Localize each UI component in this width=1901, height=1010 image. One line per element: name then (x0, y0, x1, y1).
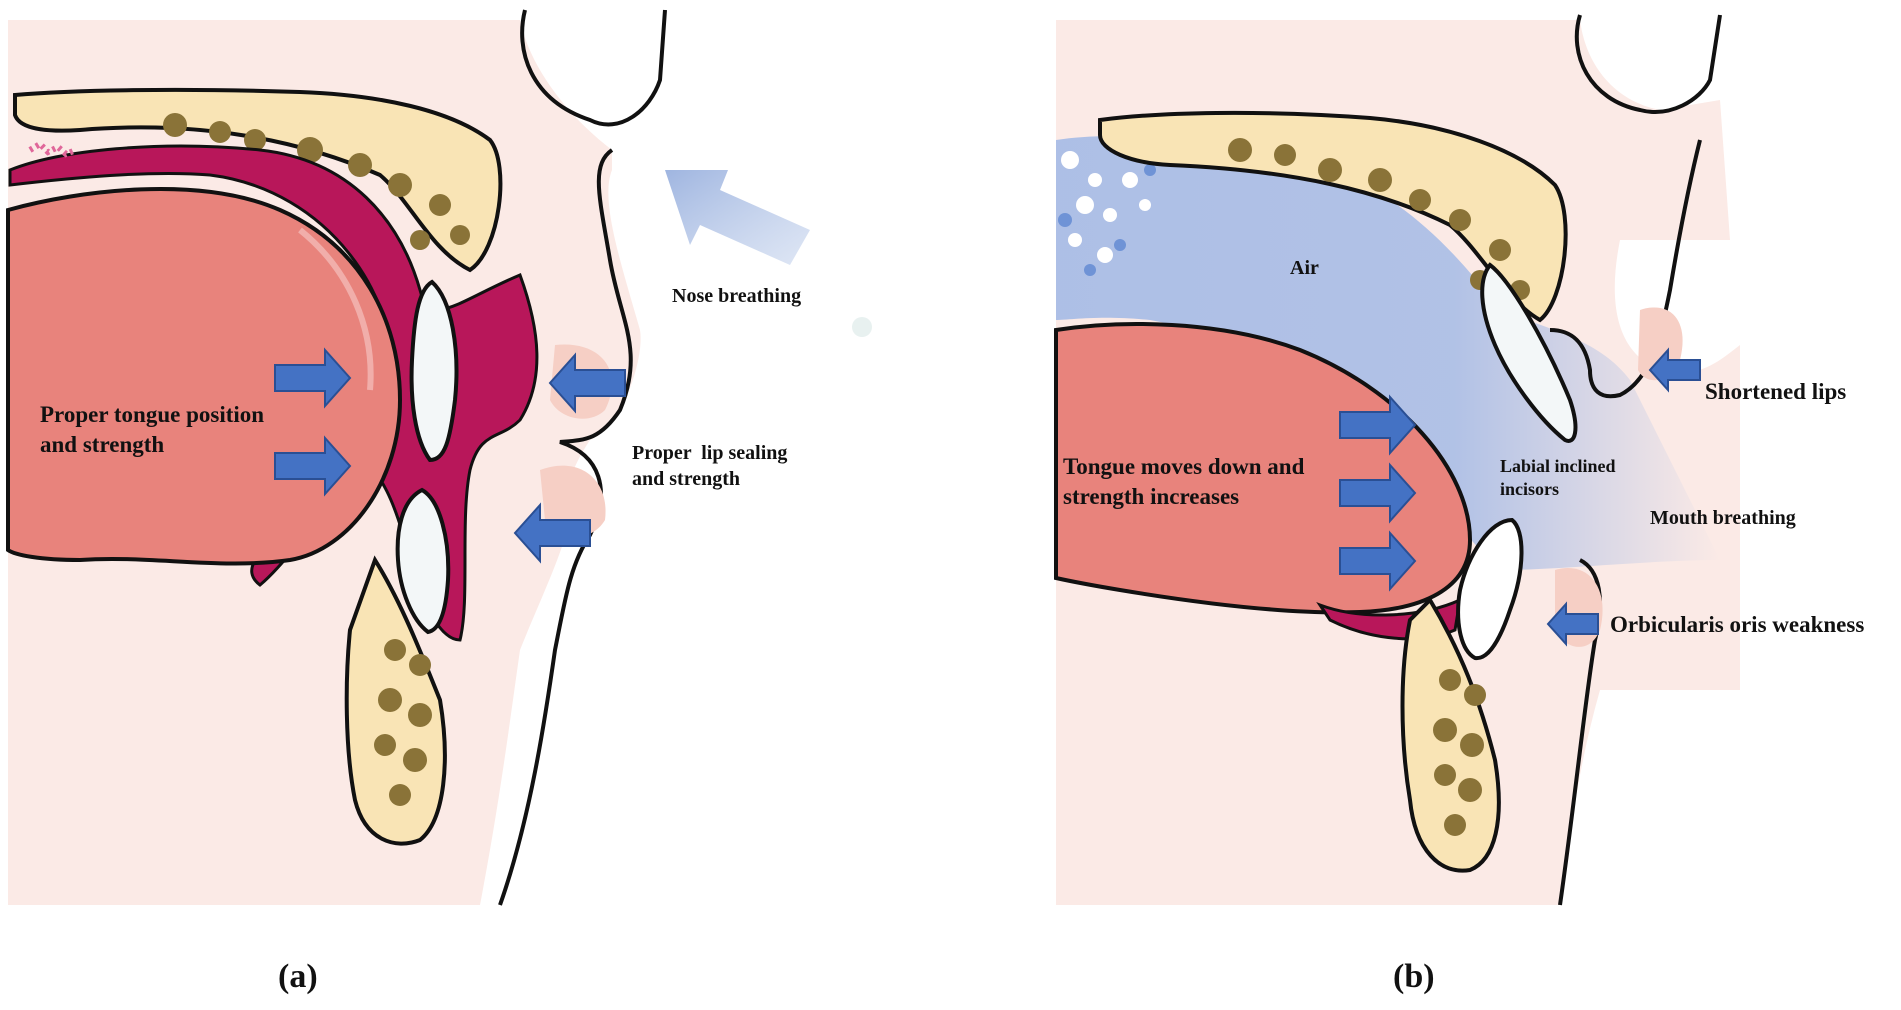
panel-b-face-outline (1549, 14, 1722, 906)
panel-b-air-region (1056, 136, 1720, 570)
label-tongue-position-a-line-2: and strength (40, 431, 165, 457)
panel-a-upper-incisor (409, 279, 459, 463)
panel-b-tag: (b) (1393, 958, 1435, 995)
panel-b-tongue-arrow-2-icon (1339, 462, 1417, 524)
panel-b-tongue (1054, 322, 1473, 615)
panel-a-drawing (6, 9, 872, 906)
panel-a-lower-lip-arrow-icon (513, 502, 591, 564)
label-air: Air (1290, 257, 1319, 279)
label-shortened-lips: Shortened lips (1705, 379, 1847, 404)
label-labial-incisors-line-2: incisors (1500, 479, 1560, 500)
panel-b-jaw-dots (1433, 669, 1486, 836)
label-tongue-moves-down: Tongue moves down and strength increases (1063, 452, 1304, 512)
label-lip-sealing: Proper lip sealing and strength (632, 440, 787, 492)
panel-b-air-dots (1061, 151, 1151, 263)
panel-b-lower-incisor (1456, 517, 1524, 661)
label-mouth-breathing: Mouth breathing (1650, 507, 1796, 529)
label-labial-incisors: Labial inclined incisors (1500, 455, 1616, 502)
label-nose-breathing: Nose breathing (672, 285, 802, 307)
label-tongue-position-a-line-1: Proper tongue position (40, 402, 265, 427)
panel-b-lower-lip-arrow-icon (1546, 601, 1599, 647)
panel-a-upper-lip-arrow-icon (548, 352, 626, 414)
label-lip-sealing-line-2: and strength (632, 468, 740, 490)
panel-a-nose-arrow-icon (665, 170, 810, 265)
panel-a-jaw-dots (374, 639, 432, 806)
panel-b-tongue-arrow-3-icon (1339, 530, 1417, 592)
label-tongue-moves-down-line-2: strength increases (1063, 483, 1240, 509)
label-lip-sealing-line-1: Proper lip sealing (632, 442, 788, 464)
label-tongue-position-a: Proper tongue position and strength (40, 400, 264, 460)
panel-a-face-outline (498, 9, 667, 906)
panel-a-palate-bone (13, 87, 503, 273)
panel-b-tongue-arrow-1-icon (1339, 394, 1417, 456)
panel-a-bone-dots (163, 113, 470, 250)
label-orbicularis-weakness: Orbicularis oris weakness (1610, 612, 1865, 637)
label-labial-incisors-line-1: Labial inclined (1500, 456, 1616, 476)
panel-b-upper-lip-arrow-icon (1648, 347, 1701, 393)
panel-b-upper-incisor (1480, 262, 1578, 443)
panel-a-tongue-arrow-2-icon (274, 435, 352, 497)
panel-b-bone-dots (1228, 138, 1530, 300)
panel-a-tongue-arrow-1-icon (274, 347, 352, 409)
panel-a-tag: (a) (278, 958, 318, 995)
label-tongue-moves-down-line-1: Tongue moves down and (1063, 454, 1305, 479)
panel-b-palate-bone (1098, 110, 1568, 323)
panel-a-lower-incisor (395, 487, 451, 635)
panel-b-drawing (1054, 14, 1740, 906)
